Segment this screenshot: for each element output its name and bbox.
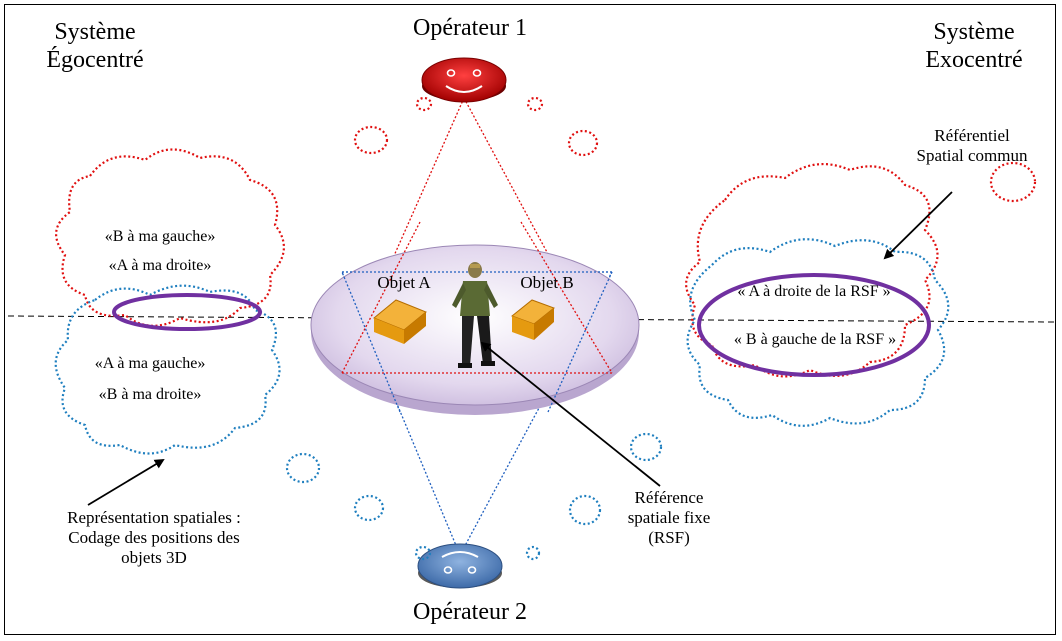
- sad-face-disc-icon: [417, 543, 503, 589]
- operateur1-label: Opérateur 1: [413, 15, 527, 41]
- operator1-thought-bubbles: [353, 96, 1037, 203]
- referentiel-arrow: [883, 191, 953, 260]
- diagram-frame: [4, 4, 1056, 635]
- ego-blue-line2: «B à ma droite»: [98, 385, 202, 403]
- representation-label: Représentation spatiales : Codage des po…: [22, 508, 286, 568]
- exo-red-cloud: [685, 163, 939, 378]
- ego-blue-cloud: [54, 284, 281, 455]
- happy-face-disc-icon: [421, 57, 507, 103]
- representation-line2: Codage des positions des: [68, 528, 240, 548]
- exo-blue-cloud: [686, 238, 950, 427]
- representation-arrow: [87, 458, 165, 506]
- exo-statement-2: « B à gauche de la RSF »: [733, 331, 897, 348]
- representation-line3: objets 3D: [121, 548, 187, 568]
- ego-red-cloud: [55, 148, 285, 327]
- exo-shared-ellipse: [697, 273, 931, 377]
- operator2-thought-bubbles: [285, 432, 663, 561]
- rsf-label: Référence spatiale fixe (RSF): [606, 488, 732, 548]
- systeme-exocentre-line1: Système: [933, 19, 1015, 45]
- rsf-line2: spatiale fixe: [627, 508, 711, 528]
- systeme-egocentre-line1: Système: [54, 19, 136, 45]
- standing-person-icon: [452, 262, 498, 368]
- ego-blue-line1: «A à ma gauche»: [94, 355, 206, 372]
- ego-blue-statements: «A à ma gauche» «B à ma droite»: [50, 355, 250, 405]
- systeme-egocentre-label: Système Égocentré: [32, 18, 158, 75]
- ego-shared-ellipse: [112, 293, 262, 331]
- referentiel-line2: Spatial commun: [916, 146, 1028, 166]
- systeme-exocentre-label: Système Exocentré: [912, 18, 1036, 75]
- systeme-exocentre-line2: Exocentré: [925, 47, 1023, 74]
- rsf-arrow: [480, 341, 661, 487]
- object-a-box-icon: [373, 299, 427, 344]
- ego-red-line2: «A à ma droite»: [108, 256, 212, 274]
- exo-statement-1: « A à droite de la RSF »: [737, 283, 891, 300]
- rsf-line3: (RSF): [648, 528, 690, 548]
- rsf-line1: Référence: [634, 488, 704, 507]
- ego-red-statements: «B à ma gauche» «A à ma droite»: [60, 228, 260, 276]
- object-b-box-icon: [510, 299, 556, 340]
- referentiel-line1: Référentiel: [934, 126, 1010, 145]
- objet-a-label: Objet A: [377, 273, 431, 292]
- systeme-egocentre-line2: Égocentré: [46, 47, 144, 74]
- operateur2-label: Opérateur 2: [413, 599, 527, 625]
- objet-b-label: Objet B: [520, 273, 574, 292]
- representation-line1: Représentation spatiales :: [67, 508, 241, 527]
- referentiel-label: Référentiel Spatial commun: [902, 126, 1042, 166]
- table-disc: [310, 244, 640, 415]
- ego-red-line1: «B à ma gauche»: [104, 228, 216, 245]
